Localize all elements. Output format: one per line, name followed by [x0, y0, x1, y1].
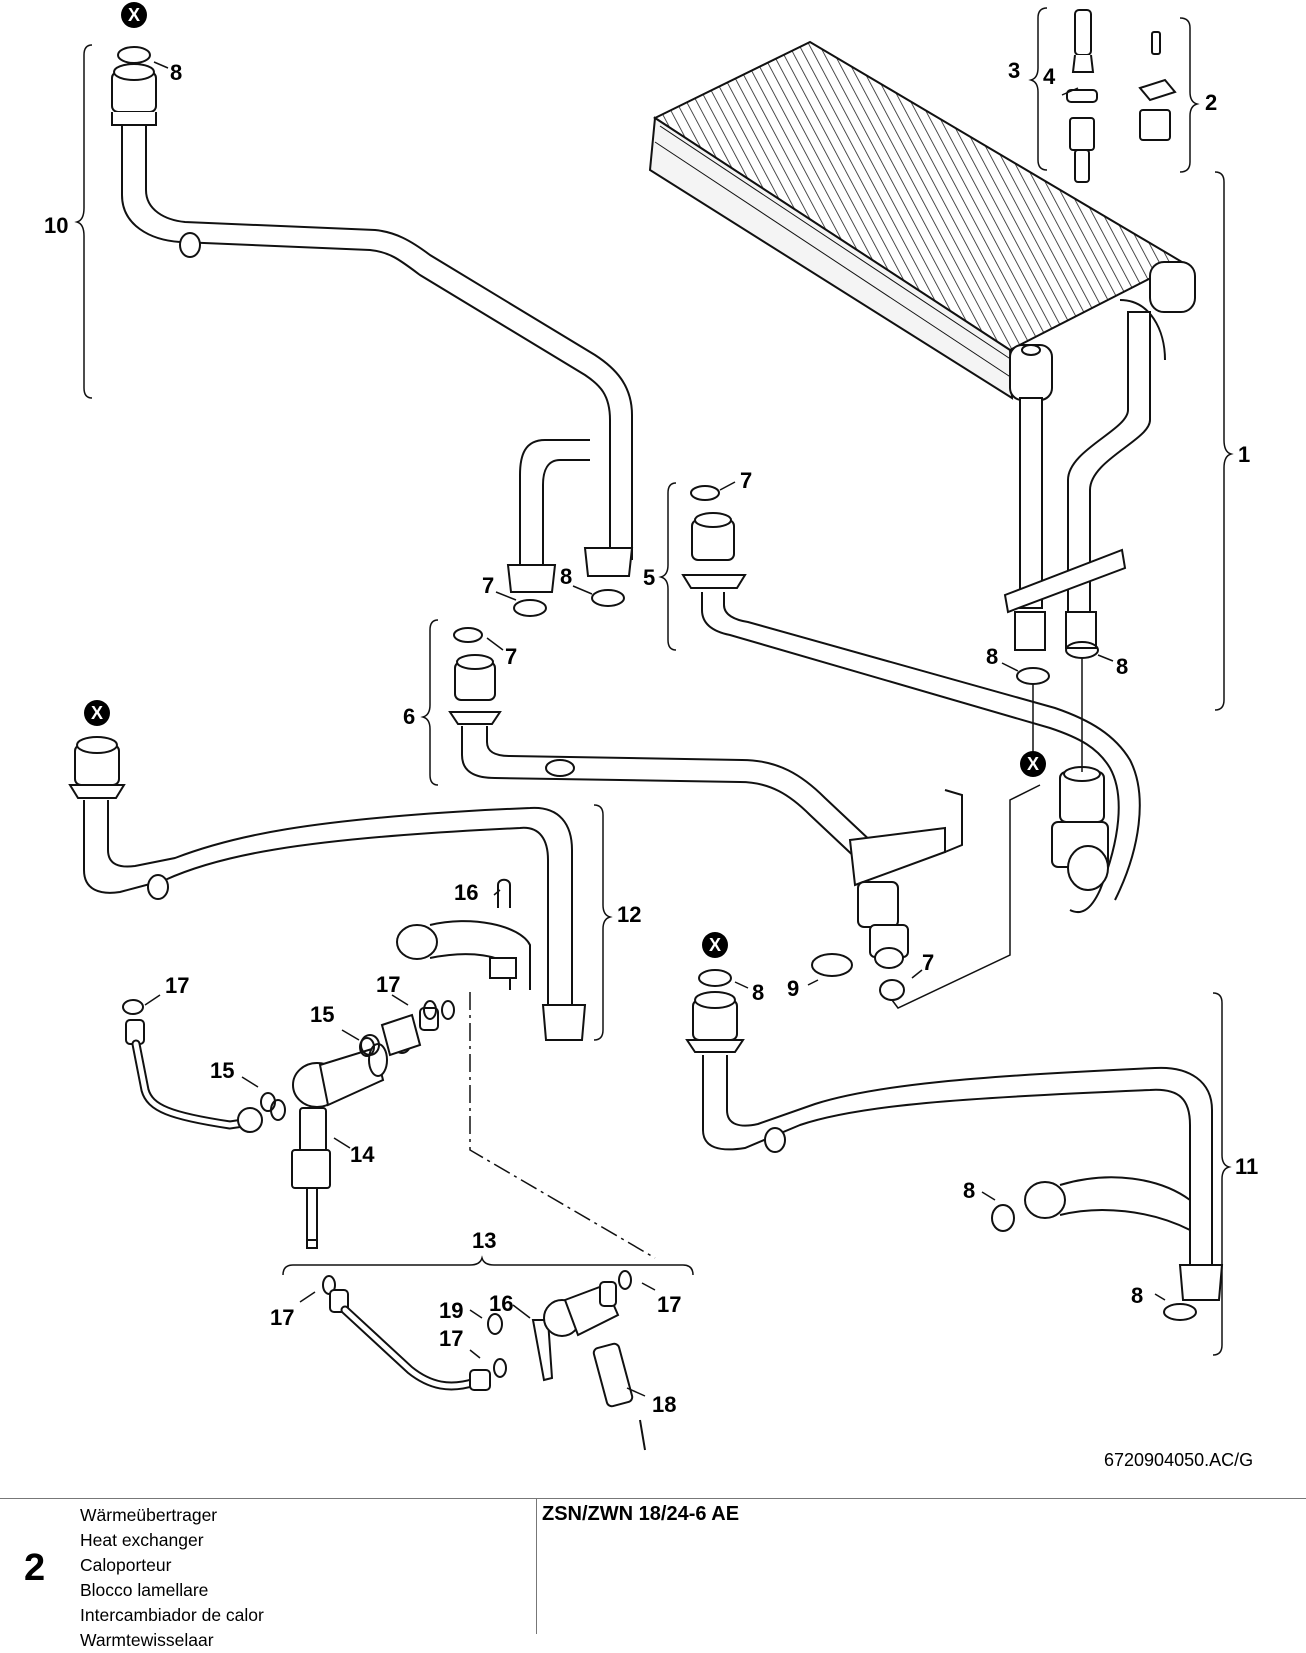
pipe-6: [448, 654, 963, 969]
pipe-5-fitting: [1051, 766, 1109, 891]
svg-text:X: X: [128, 5, 140, 25]
name-es: Intercambiador de calor: [80, 1605, 264, 1625]
callout-7: 7: [505, 644, 517, 669]
callout-10: 10: [44, 213, 68, 238]
pipe-10: [111, 63, 634, 593]
callout-8: 8: [752, 980, 764, 1005]
pipe-11: [685, 991, 1224, 1301]
name-nl: Warmtewisselaar: [80, 1630, 214, 1650]
callout-13: 13: [472, 1228, 496, 1253]
name-fr: Caloporteur: [80, 1555, 172, 1575]
svg-text:X: X: [91, 703, 103, 723]
callout-14: 14: [350, 1142, 375, 1167]
model-name: ZSN/ZWN 18/24-6 AE: [542, 1503, 740, 1525]
callout-17: 17: [165, 973, 189, 998]
name-de: Wärmeübertrager: [80, 1505, 218, 1525]
heat-exchanger-pipes: [1003, 311, 1151, 651]
callout-labels: 8 10 3 4 2 1 7 5 7 8 7 8 8 6 16 12 17 17…: [44, 58, 1258, 1417]
pump-sensor-assembly: [125, 1000, 455, 1249]
exploded-parts-diagram: X X X X 8 10 3 4 2 1 7 5 7 8 7 8 8 6 16 …: [44, 2, 1258, 1451]
callout-4: 4: [1043, 64, 1056, 89]
callout-17: 17: [439, 1326, 463, 1351]
pipe-12: [68, 736, 587, 1041]
callout-16: 16: [489, 1291, 513, 1316]
callout-11: 11: [1235, 1154, 1258, 1179]
callout-17: 17: [376, 972, 400, 997]
callout-8: 8: [1116, 654, 1128, 679]
pipe-5: [681, 512, 1141, 914]
name-it: Blocco lamellare: [80, 1580, 209, 1600]
page-number: 2: [24, 1547, 46, 1589]
group-braces: [74, 7, 1234, 1356]
sensor-assembly: [1066, 9, 1177, 183]
callout-7: 7: [922, 950, 934, 975]
callout-8: 8: [170, 60, 182, 85]
leader-lines: [144, 61, 1166, 1397]
callout-8: 8: [963, 1178, 975, 1203]
callout-8: 8: [560, 564, 572, 589]
callout-19: 19: [439, 1298, 463, 1323]
callout-9: 9: [787, 976, 799, 1001]
callout-7: 7: [740, 468, 752, 493]
callout-15: 15: [310, 1002, 334, 1027]
footer-divider: [536, 1499, 537, 1634]
callout-17: 17: [657, 1292, 681, 1317]
seal-rings: [117, 46, 1197, 1321]
svg-text:X: X: [709, 935, 721, 955]
callout-6: 6: [403, 704, 415, 729]
x-marker-lower: X: [702, 932, 728, 958]
callout-12: 12: [617, 902, 641, 927]
callout-8: 8: [986, 644, 998, 669]
callout-17: 17: [270, 1305, 294, 1330]
drawing-number: 6720904050.AC/G: [1104, 1450, 1254, 1470]
x-marker-left: X: [84, 700, 110, 726]
callout-3: 3: [1008, 58, 1020, 83]
footer-table: 2 Wärmeübertrager Heat exchanger Calopor…: [0, 1498, 1306, 1650]
part-name-translations: Wärmeübertrager Heat exchanger Caloporte…: [80, 1503, 264, 1653]
svg-text:X: X: [1027, 754, 1039, 774]
clip-16: [497, 878, 511, 908]
x-marker-top-left: X: [121, 2, 147, 28]
callout-16: 16: [454, 880, 478, 905]
callout-7: 7: [482, 573, 494, 598]
name-en: Heat exchanger: [80, 1530, 204, 1550]
callout-2: 2: [1205, 90, 1217, 115]
callout-8: 8: [1131, 1283, 1143, 1308]
callout-1: 1: [1238, 442, 1250, 467]
callout-15: 15: [210, 1058, 234, 1083]
heat-exchanger-block: [648, 40, 1196, 401]
callout-18: 18: [652, 1392, 676, 1417]
kit-13-parts: [322, 1270, 646, 1451]
x-marker-center: X: [1020, 751, 1046, 777]
callout-5: 5: [643, 565, 655, 590]
